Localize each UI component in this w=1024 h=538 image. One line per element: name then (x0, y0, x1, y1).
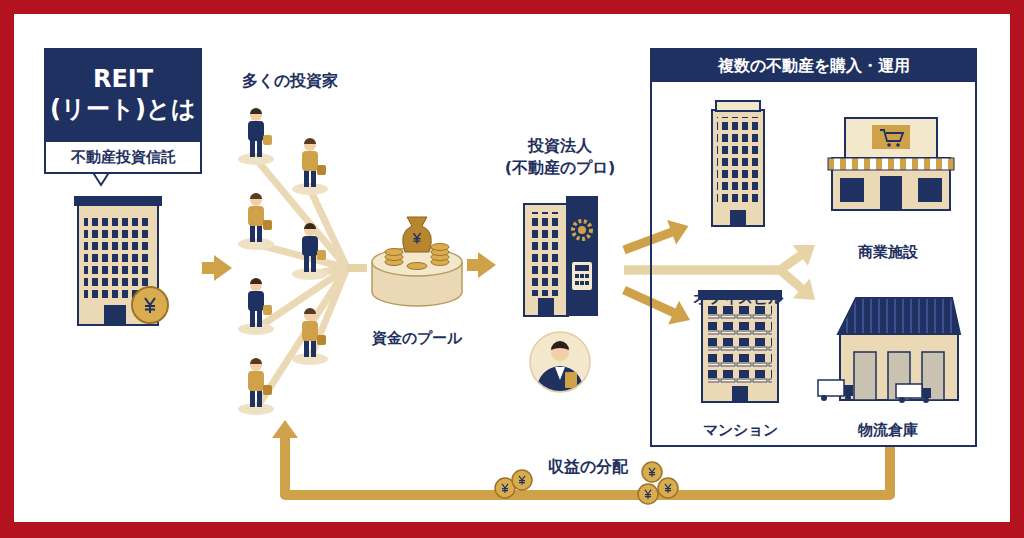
investor-links (256, 159, 347, 409)
property-item: 商業施設 (815, 107, 960, 264)
property-label: マンション (703, 420, 778, 442)
arrow-line (202, 262, 216, 274)
flow-arrow (272, 420, 890, 495)
flow-arrow (624, 220, 689, 250)
property-item: オフィスビル (689, 97, 787, 310)
arrow-head (668, 301, 690, 325)
arrow-line (347, 264, 367, 272)
arrow-head (667, 220, 688, 244)
property-label: 商業施設 (858, 242, 918, 264)
group-heading: 多くの投資家 (242, 70, 338, 92)
callout-title: REIT (リート)とは (44, 48, 202, 140)
flow-arrow (202, 255, 232, 281)
arrow-head (793, 245, 815, 266)
fund-pool-icon (372, 217, 462, 306)
arrow-line (285, 436, 890, 495)
pool-label: 資金のプール (372, 328, 462, 350)
investment-corporation: 投資法人 (不動産のプロ) (496, 135, 624, 405)
callout-subtitle: 不動産投資信託 (44, 140, 202, 174)
property-item: 物流倉庫 (815, 287, 960, 442)
office-building (712, 101, 764, 226)
shop-building (828, 118, 954, 210)
arrow-head (272, 420, 298, 438)
arrow-head (793, 278, 815, 300)
property-item: マンション (690, 282, 790, 442)
investor-figures (238, 108, 328, 415)
edge-label: 収益の分配 (544, 457, 632, 478)
flow-arrow (347, 268, 367, 269)
flow-arrow (467, 252, 496, 278)
corp-label: 投資法人 (不動産のプロ) (496, 135, 624, 180)
arrow-line (624, 232, 674, 250)
reit-building (74, 171, 168, 325)
reit-callout: REIT (リート)とは不動産投資信託 (44, 48, 202, 328)
investor-group: 多くの投資家 (232, 70, 347, 420)
panel-heading: 複数の不動産を購入・運用 (652, 50, 975, 82)
investment-corp-building (524, 196, 598, 395)
arrow-head (214, 255, 232, 281)
property-label: 物流倉庫 (858, 420, 918, 442)
arrow-head (478, 252, 496, 278)
fund-pool: 資金のプール (367, 215, 467, 350)
flow-arrow (624, 290, 690, 324)
property-label: オフィスビル (693, 288, 783, 310)
warehouse-building (818, 298, 960, 403)
property-panel: 複数の不動産を購入・運用オフィスビル 商業施設マンション 物流倉庫 (650, 48, 977, 447)
